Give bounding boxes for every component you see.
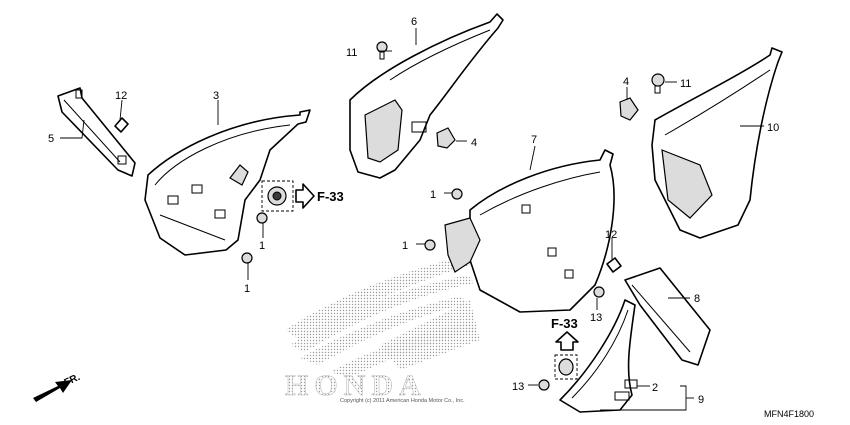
- bolt-13-lower: [538, 379, 550, 391]
- part-10-shroud: [651, 47, 783, 239]
- callout-1-d: 1: [244, 283, 250, 295]
- part-12-clip-left: [114, 117, 129, 133]
- leader-lines: [60, 28, 764, 411]
- front-label: FR.: [63, 372, 82, 389]
- callout-7: 7: [531, 134, 537, 146]
- callout-1-a: 1: [430, 189, 436, 201]
- grommet-lower: [554, 354, 578, 380]
- grommet-4-middle: [436, 127, 456, 149]
- callout-13-lower: 13: [512, 381, 524, 393]
- callout-4-right: 4: [623, 76, 629, 88]
- bolts-left: [241, 212, 268, 264]
- callout-13-upper: 13: [590, 312, 602, 324]
- svg-text:F-33: F-33: [551, 316, 578, 331]
- part-7-fender: [444, 149, 615, 313]
- part-6-shroud: [349, 13, 504, 179]
- bolt-11-left: [376, 41, 388, 60]
- grommet-left: [261, 180, 294, 212]
- callout-10: 10: [767, 122, 779, 134]
- callout-1-c: 1: [259, 240, 265, 252]
- honda-wordmark: HONDA: [285, 369, 427, 402]
- copyright-text: Copyright (c) 2011 American Honda Motor …: [340, 398, 465, 404]
- callout-4-middle: 4: [471, 137, 477, 149]
- part-9-panel: [559, 299, 638, 413]
- callout-9: 9: [698, 394, 704, 406]
- part-3-side-cover: [144, 109, 311, 256]
- f33-arrow-lower: F-33: [551, 316, 579, 351]
- callout-8: 8: [694, 293, 700, 305]
- f33-arrow-left: F-33: [295, 183, 344, 209]
- svg-text:F-33: F-33: [317, 189, 344, 204]
- front-direction-arrow: FR.: [33, 372, 82, 402]
- callout-5: 5: [48, 133, 54, 145]
- bolts-middle: [424, 188, 463, 251]
- honda-wing-watermark: HONDA: [285, 255, 480, 402]
- callout-11-left: 11: [346, 47, 357, 59]
- bolt-13-upper: [593, 286, 605, 298]
- part-8-trim: [624, 267, 711, 366]
- callout-2: 2: [652, 382, 658, 394]
- part-12-clip-right: [606, 257, 622, 273]
- callout-11-right: 11: [680, 78, 691, 90]
- part-5-trim: [57, 87, 136, 177]
- diagram-code: MFN4F1800: [764, 409, 814, 419]
- callout-6: 6: [411, 16, 417, 28]
- callout-1-b: 1: [402, 240, 408, 252]
- callout-12-left: 12: [115, 90, 127, 102]
- callout-12-right: 12: [605, 229, 617, 241]
- callouts: 5 12 3 11 6 4 7 4 11 10 1 1 1 1 12 13 8 …: [48, 16, 779, 406]
- callout-3: 3: [213, 90, 219, 102]
- grommet-4-right: [619, 97, 639, 121]
- bolt-11-right: [651, 73, 665, 94]
